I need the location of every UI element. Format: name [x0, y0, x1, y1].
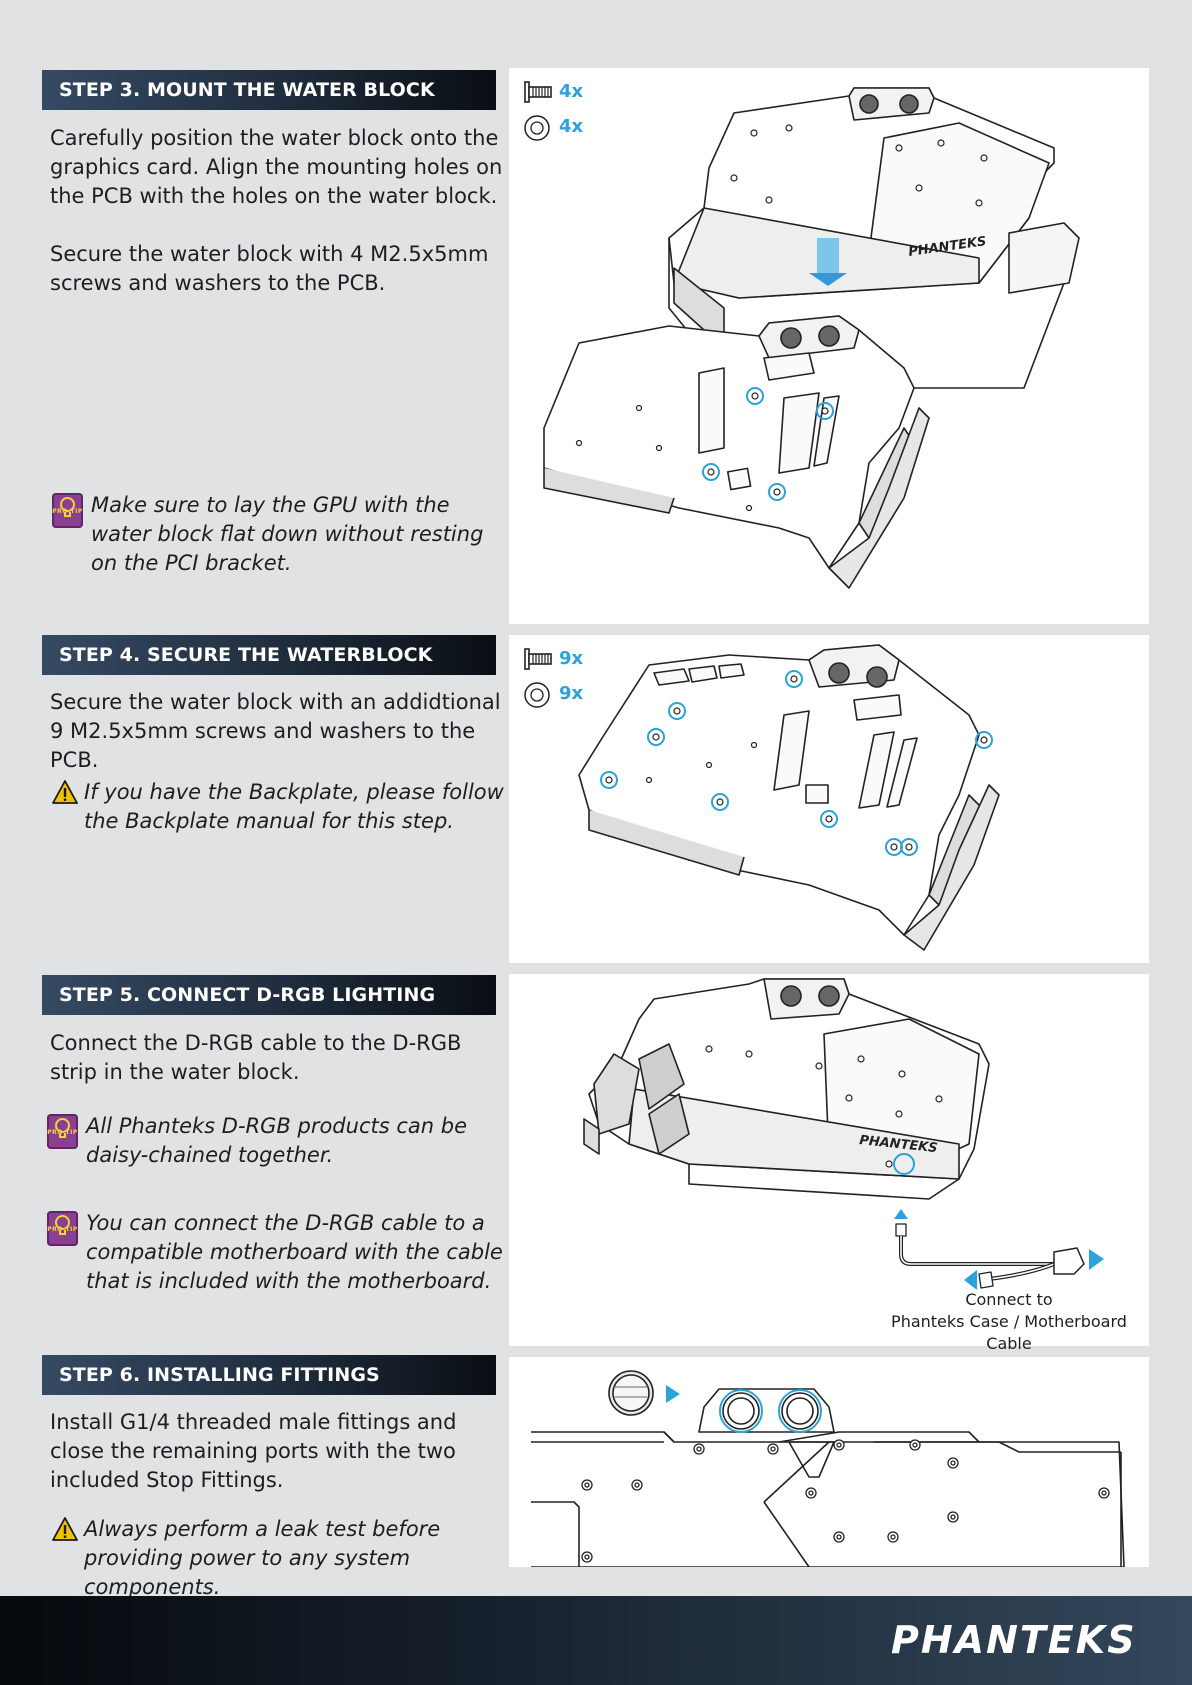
step-3-paragraph-1: Carefully position the water block onto …	[50, 126, 503, 208]
connect-caption: Connect to Phanteks Case / Motherboard C…	[869, 1289, 1149, 1355]
step-4-body: Secure the water block with an addidtion…	[50, 688, 510, 804]
step-3-tip-text: Make sure to lay the GPU with the water …	[91, 493, 484, 575]
washer-count: 4x	[559, 116, 584, 137]
step-5-paragraph-1: Connect the D-RGB cable to the D-RGB str…	[50, 1031, 462, 1084]
step-6-illustration	[509, 1357, 1149, 1567]
pro-tip-icon: PRO TIP	[47, 1114, 78, 1149]
step-5-illustration: PHANTEKS	[509, 974, 1149, 1353]
step-6-body: Install G1/4 threaded male fittings and …	[50, 1408, 510, 1524]
fittings-drawing	[531, 1370, 1125, 1567]
warning-icon	[52, 1517, 78, 1541]
step-3-illustration: 4x 4x PHANTEKS	[509, 68, 1149, 624]
connect-caption-line-2: Phanteks Case / Motherboard Cable	[891, 1312, 1127, 1353]
step-6-title: STEP 6. INSTALLING FITTINGS	[42, 1355, 496, 1395]
step-4-title: STEP 4. SECURE THE WATERBLOCK	[42, 635, 496, 675]
step-6-warning-text: Always perform a leak test before provid…	[84, 1517, 441, 1599]
screw-count: 9x	[559, 648, 584, 669]
step-3-paragraph-2: Secure the water block with 4 M2.5x5mm s…	[50, 242, 489, 295]
step-6-paragraph-1: Install G1/4 threaded male fittings and …	[50, 1410, 457, 1492]
step-5-tip-text-1: All Phanteks D-RGB products can be daisy…	[86, 1114, 467, 1167]
phanteks-logo: PHANTEKS	[891, 1620, 1137, 1660]
svg-text:PHANTEKS: PHANTEKS	[891, 1620, 1137, 1660]
step-3-title: STEP 3. MOUNT THE WATER BLOCK	[42, 70, 496, 110]
step-5-pro-tip-2: PRO TIP You can connect the D-RGB cable …	[47, 1209, 507, 1296]
pro-tip-icon: PRO TIP	[47, 1211, 78, 1246]
screw-icon	[524, 648, 552, 670]
step-4-paragraph-1: Secure the water block with an addidtion…	[50, 690, 501, 772]
step-3-pro-tip: PRO TIP Make sure to lay the GPU with th…	[52, 491, 512, 578]
step-4-warning: If you have the Backplate, please follow…	[52, 778, 512, 836]
screw-count: 4x	[559, 81, 584, 102]
pcb-secure-drawing	[578, 644, 1000, 951]
warning-icon	[52, 780, 78, 804]
step-3-body: Carefully position the water block onto …	[50, 124, 510, 327]
water-block-mount-drawing: PHANTEKS	[543, 87, 1080, 589]
step-5-pro-tip-1: PRO TIP All Phanteks D-RGB products can …	[47, 1112, 507, 1170]
step-5-tip-text-2: You can connect the D-RGB cable to a com…	[86, 1211, 503, 1293]
washer-count: 9x	[559, 683, 584, 704]
footer-bar: PHANTEKS	[0, 1596, 1192, 1685]
washer-icon	[524, 115, 550, 141]
step-6-warning: Always perform a leak test before provid…	[52, 1515, 522, 1602]
step-5-title: STEP 5. CONNECT D-RGB LIGHTING	[42, 975, 496, 1015]
step-4-illustration: 9x 9x	[509, 635, 1149, 963]
drgb-connection-drawing: PHANTEKS	[583, 978, 1104, 1290]
washer-icon	[524, 682, 550, 708]
step-4-warning-text: If you have the Backplate, please follow…	[84, 780, 504, 833]
screw-icon	[524, 81, 552, 103]
connect-caption-line-1: Connect to	[965, 1290, 1053, 1309]
pro-tip-icon: PRO TIP	[52, 493, 83, 528]
step-5-body: Connect the D-RGB cable to the D-RGB str…	[50, 1029, 510, 1116]
